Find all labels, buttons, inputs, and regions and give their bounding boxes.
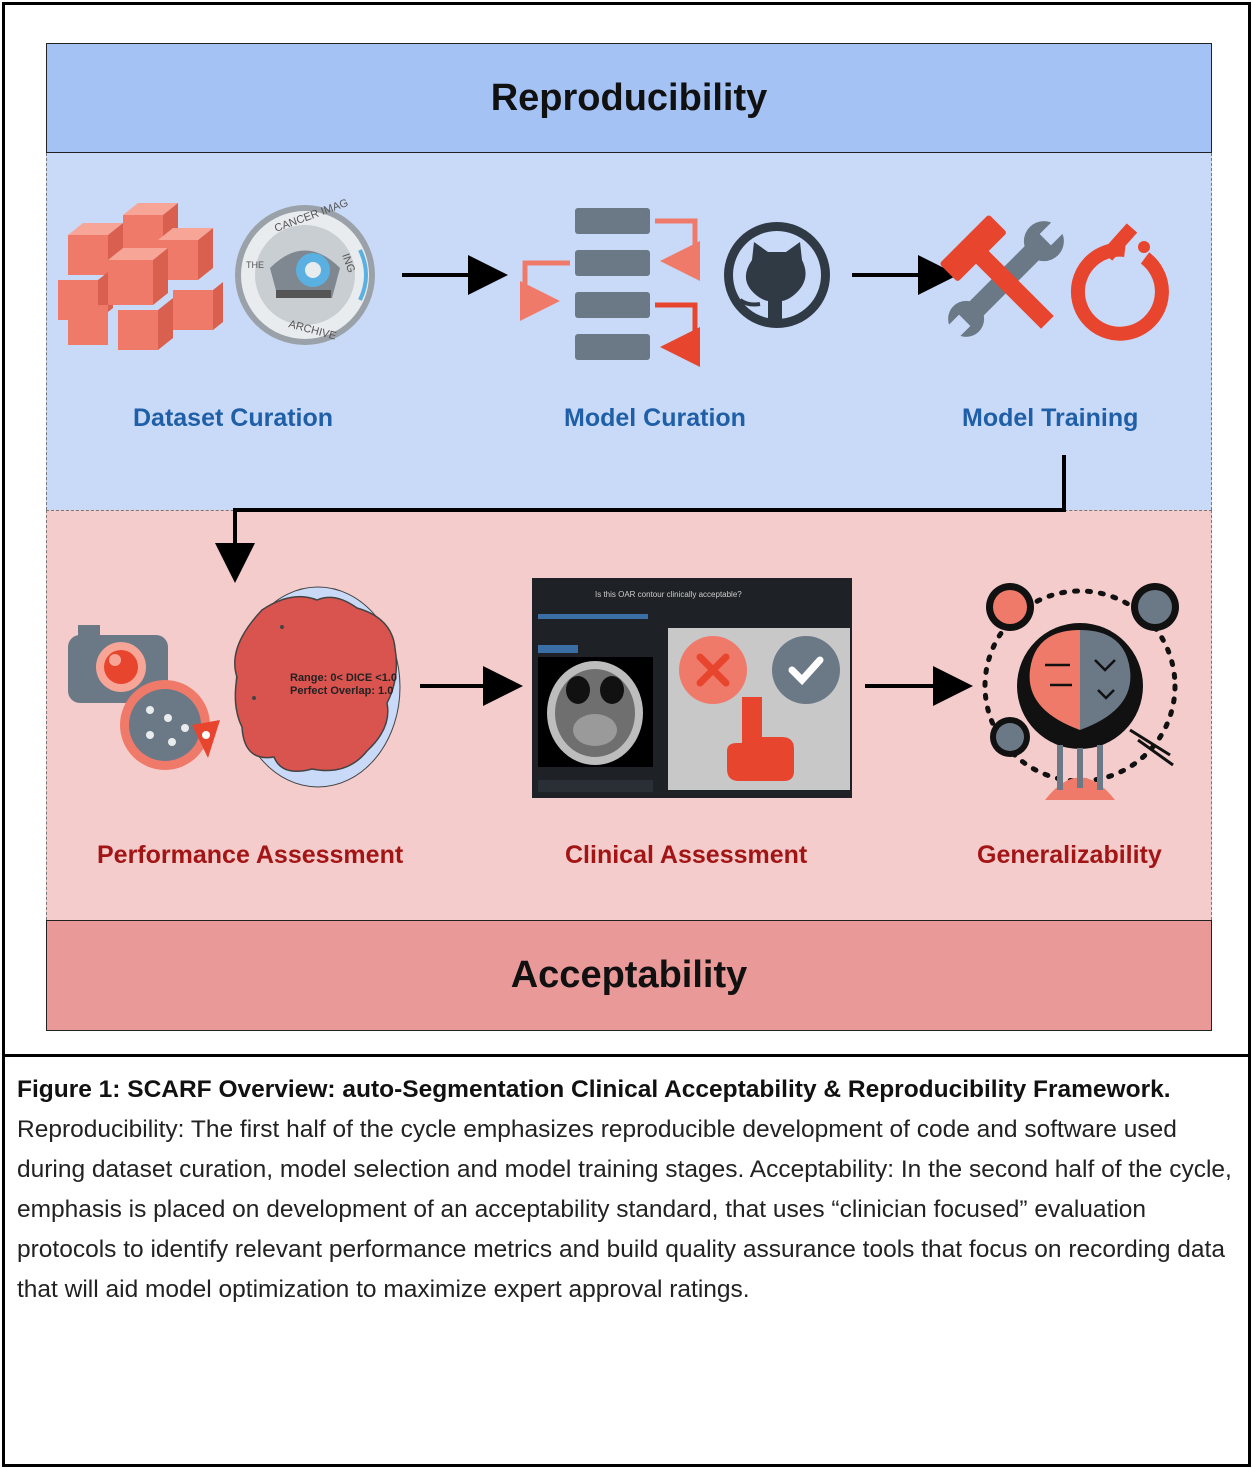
performance-assessment-label: Performance Assessment [97, 841, 404, 869]
perfect-overlap-text: Perfect Overlap: 1.0 [290, 685, 393, 697]
clinical-assessment-label: Clinical Assessment [565, 841, 808, 869]
model-curation-label: Model Curation [564, 404, 746, 432]
caption-divider [2, 1054, 1251, 1057]
reproducibility-title: Reproducibility [490, 76, 768, 119]
dice-range-text: Range: 0< DICE <1.0 [290, 672, 397, 684]
ui-question-text: Is this OAR contour clinically acceptabl… [595, 590, 742, 599]
generalizability-label: Generalizability [977, 841, 1162, 869]
figure-caption: Figure 1: SCARF Overview: auto-Segmentat… [17, 1070, 1239, 1310]
reproducibility-band: Reproducibility [46, 43, 1212, 153]
layers-icon [520, 208, 700, 367]
pytorch-icon [1070, 223, 1169, 341]
github-icon [724, 222, 830, 328]
brain-network-icon [982, 583, 1179, 800]
overlap-diagram: Range: 0< DICE <1.0 Perfect Overlap: 1.0 [234, 586, 401, 788]
diagram-graphics: CANCER IMAG ING THE ARCHIVE [58, 197, 1179, 800]
acceptability-title: Acceptability [510, 954, 748, 996]
tcia-logo-icon: CANCER IMAG ING THE ARCHIVE [235, 197, 375, 345]
caption-body: Reproducibility: The first half of the c… [17, 1116, 1232, 1303]
caption-title: Figure 1: SCARF Overview: auto-Segmentat… [17, 1076, 1171, 1103]
clinical-ui-screenshot: Is this OAR contour clinically acceptabl… [532, 578, 852, 798]
pie-chart-icon [120, 680, 220, 770]
cubes-icon [58, 203, 223, 350]
wrench-hammer-icon [940, 215, 1066, 341]
model-training-label: Model Training [962, 404, 1139, 432]
connector-arrow [215, 455, 1066, 583]
dataset-curation-label: Dataset Curation [133, 404, 334, 432]
svg-text:THE: THE [246, 260, 264, 270]
acceptability-band: Acceptability [46, 920, 1212, 1031]
